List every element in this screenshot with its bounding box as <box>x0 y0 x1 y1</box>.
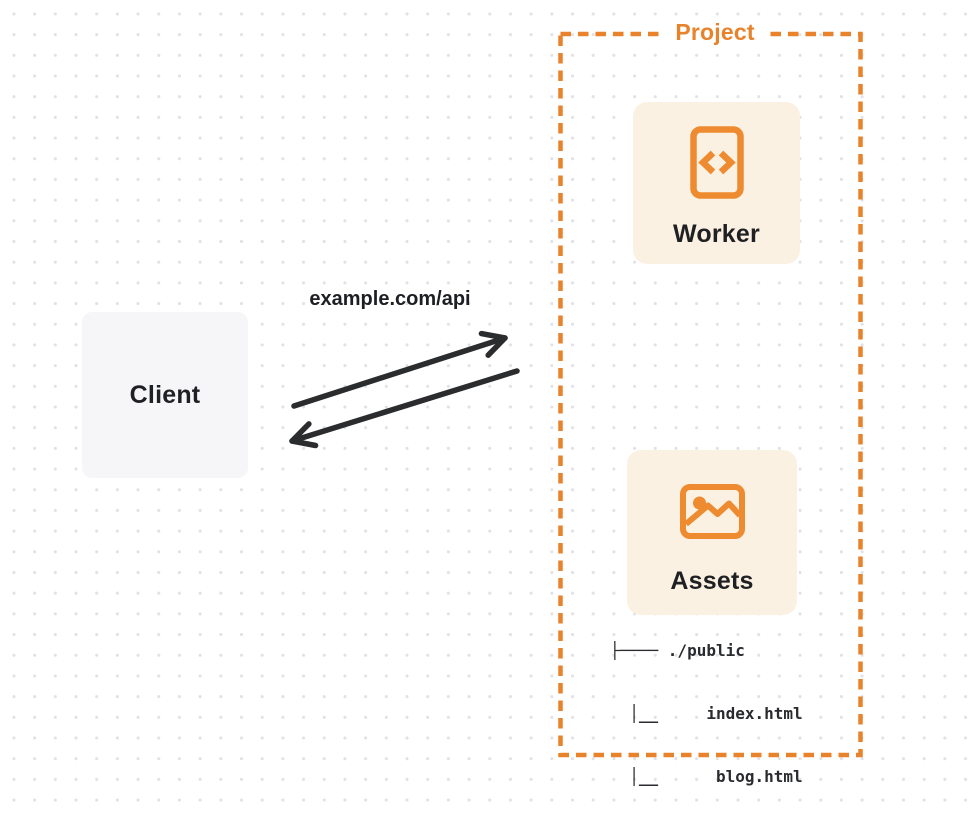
project-label: Project <box>664 19 766 46</box>
worker-node-label: Worker <box>673 220 760 248</box>
request-url-label: example.com/api <box>309 288 471 310</box>
client-node: Client <box>82 312 248 478</box>
response-arrowhead <box>289 421 319 449</box>
response-arrow <box>289 368 520 449</box>
worker-node: Worker <box>633 102 800 264</box>
assets-node: Assets <box>627 450 797 615</box>
request-arrow <box>291 330 508 409</box>
image-icon <box>679 484 745 544</box>
assets-node-label: Assets <box>670 567 754 595</box>
code-file-icon <box>689 126 744 204</box>
file-tree-item: │__ index.html <box>610 704 803 723</box>
file-tree-item: │__ blog.html <box>610 767 803 786</box>
file-tree: ├──── ./public │__ index.html │__ blog.h… <box>610 619 803 818</box>
request-arrowhead <box>478 330 508 358</box>
client-node-label: Client <box>129 380 201 409</box>
file-tree-root: ├──── ./public <box>610 641 745 660</box>
